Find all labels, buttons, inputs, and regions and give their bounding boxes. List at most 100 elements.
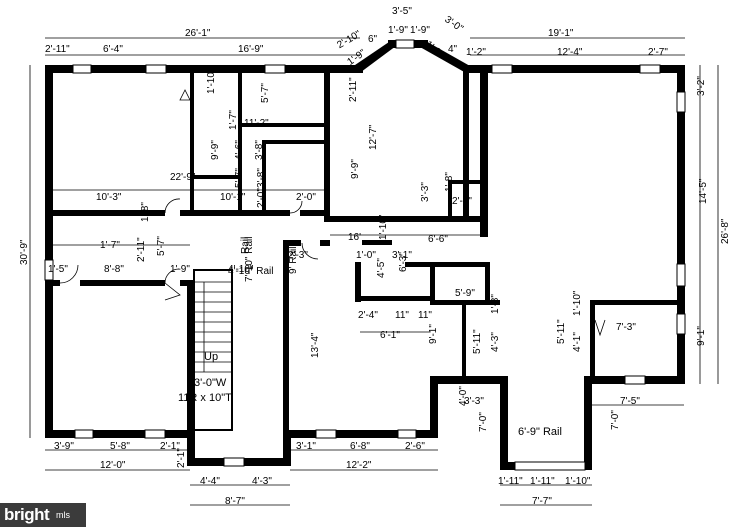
int-dim-16: 9'-9": [350, 159, 361, 179]
int-dim-54: 3'-3": [464, 396, 484, 407]
bottom-dim-1: 3'-9": [54, 441, 74, 452]
int-dim-41: 11": [418, 310, 432, 321]
int-dim-5: 1'-7": [228, 110, 239, 130]
top-dim-total-left: 26'-1": [185, 28, 211, 39]
int-dim-22: 1'-8": [140, 202, 151, 222]
porch-rail-label: 6'-9" Rail: [518, 426, 562, 438]
int-dim-27: 2'-11": [136, 237, 147, 262]
int-dim-42: 1'-8": [490, 294, 501, 314]
int-dim-31: 1'-9": [170, 264, 190, 275]
int-dim-18: 3'-3": [420, 182, 431, 202]
bottom-dim-2: 5'-8": [110, 441, 130, 452]
brand-suffix: mls: [56, 510, 70, 520]
top-dim-bay-right: 3'-0": [442, 14, 465, 35]
right-dim-2: 14'-5": [698, 178, 709, 204]
int-dim-48: 5'-11": [556, 319, 567, 344]
int-dim-32: 4'-10": [228, 264, 254, 275]
int-dim-38: 5'-9": [455, 288, 475, 299]
bottom-dim-9: 3'-1": [296, 441, 316, 452]
int-dim-26: 1'-7": [100, 240, 120, 251]
top-subdim-3: 16'-9": [238, 44, 264, 55]
int-dim-30: 8'-8": [104, 264, 124, 275]
top-dim-bay-top: 3'-5": [392, 6, 412, 17]
staircase: [193, 269, 233, 431]
bottom-dimensions: 3'-9" 5'-8" 2'-1" 12'-0" 2'-1" 4'-4" 4'-…: [54, 441, 591, 507]
int-dim-34: 1'-0": [356, 250, 376, 261]
right-dim-3: 26'-8": [720, 218, 731, 244]
top-subdim-9: 12'-4": [557, 47, 583, 58]
door-swings: [59, 89, 606, 337]
int-dim-19: 1'-8": [444, 172, 455, 192]
int-dim-20: 2'-7": [452, 196, 472, 207]
int-dim-33: 2'-3": [288, 250, 308, 261]
int-dim-44: 7'-3": [616, 322, 636, 333]
rail-label-2: 7'-10" Rail: [244, 237, 255, 282]
brand-watermark: bright mls: [0, 503, 86, 527]
stair-up-label: Up: [204, 351, 218, 363]
int-dim-9: 22'-9": [170, 172, 196, 183]
int-dim-43: 6'-1": [380, 330, 400, 341]
int-dim-51: 13'-4": [310, 332, 321, 358]
side-dimensions: 30'-9" 3'-2" 14'-5" 26'-8" 9'-1": [19, 76, 731, 346]
bottom-dim-11: 2'-6": [405, 441, 425, 452]
top-subdim-8: 1'-2": [466, 47, 486, 58]
top-subdim-5: 6": [368, 34, 378, 45]
bottom-dim-16: 1'-10": [565, 476, 591, 487]
annotations: Up 3'-0"W 11R x 10"T Rail 7'-10" Rail 9'…: [178, 237, 562, 438]
top-dim-total-right: 19'-1": [548, 28, 574, 39]
dimension-lines: [29, 37, 719, 506]
int-dim-45: 5'-11": [472, 329, 483, 354]
int-dim-15: 12'-7": [368, 124, 379, 150]
rail-label-4: 4'-10" Rail: [228, 266, 273, 277]
int-dim-14: 2'-0": [296, 192, 316, 203]
stair-width-note: 3'-0"W: [194, 377, 227, 389]
top-subdim-1: 2'-11": [45, 44, 70, 55]
bottom-dim-8: 8'-7": [225, 496, 245, 507]
int-dim-21: 10'-3": [96, 192, 122, 203]
rail-label-3: 9' Rail: [288, 247, 299, 274]
int-dim-10: 5'-7": [234, 168, 245, 188]
int-dim-7: 4'-6": [234, 140, 245, 160]
bottom-dim-7: 4'-3": [252, 476, 272, 487]
interior-walls: [45, 65, 680, 435]
top-dim-bay-left: 2'-10": [335, 29, 363, 51]
int-dim-12: 2'-0": [256, 188, 267, 208]
int-dim-47: 4'-3": [490, 332, 501, 352]
int-dim-24: 1'-10": [378, 214, 389, 240]
int-dim-35: 3'-1": [392, 250, 412, 261]
int-dim-36: 4'-5": [376, 258, 387, 278]
rail-label-1: Rail: [240, 237, 251, 254]
windows: [44, 39, 686, 471]
int-dim-1: 1'-10": [206, 68, 217, 94]
bottom-dim-4: 12'-0": [100, 460, 126, 471]
int-dim-49: 4'-1": [572, 332, 583, 352]
bottom-dim-12: 12'-2": [346, 460, 372, 471]
int-dim-17: 12'-7": [480, 124, 491, 150]
int-dim-57: 9'-1": [428, 324, 439, 344]
int-dim-55: 7'-0": [478, 412, 489, 432]
right-dim-4: 9'-1": [696, 326, 707, 346]
top-dim-bay-b: 1'-9": [410, 25, 430, 36]
top-dimensions: 26'-1" 19'-1" 3'-5" 1'-9" 1'-9" 2'-10" 3…: [45, 6, 668, 68]
right-dim-1: 3'-2": [696, 76, 707, 96]
int-dim-52: 7'-5": [620, 396, 640, 407]
int-dim-56: 7'-0": [610, 410, 621, 430]
bottom-dim-13: 7'-7": [532, 496, 552, 507]
int-dim-8: 3'-8": [254, 140, 265, 160]
bottom-dim-10: 6'-8": [350, 441, 370, 452]
int-dim-39: 2'-4": [358, 310, 378, 321]
int-dim-23: 16': [348, 232, 361, 243]
top-subdim-7: 4": [448, 44, 458, 55]
int-dim-13: 10'-1": [220, 192, 246, 203]
int-dim-37: 6'-3": [398, 252, 409, 272]
stair-riser-note: 11R x 10"T: [178, 392, 232, 404]
bottom-dim-15: 1'-11": [530, 476, 555, 487]
int-dim-29: 1'-5": [48, 264, 68, 275]
int-dim-50: 12'-3": [186, 334, 197, 360]
int-dim-40: 11": [395, 310, 409, 321]
top-subdim-2: 6'-4": [103, 44, 123, 55]
brand-name: bright: [4, 505, 50, 524]
bottom-dim-3: 2'-1": [160, 441, 180, 452]
